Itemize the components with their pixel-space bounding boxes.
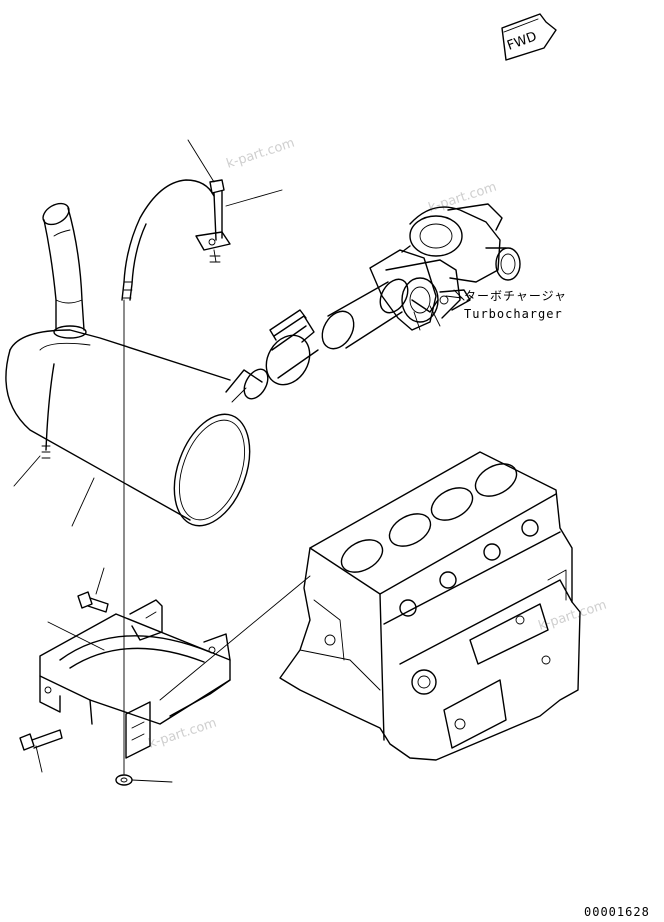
turbocharger [369, 203, 521, 331]
leader-lines [13, 139, 283, 783]
drawing-number: 00001628 [584, 905, 650, 919]
watermark-4: k-part.com [147, 716, 219, 752]
turbocharger-label-jp: ターボチャージャ [464, 289, 567, 303]
assembly-line-2 [159, 575, 311, 701]
clamp-bolt [195, 179, 231, 263]
bolt-lower [19, 729, 63, 751]
engine-block [279, 451, 581, 761]
bolt-upper [77, 591, 109, 613]
nut [115, 774, 133, 786]
fwd-label: FWD [505, 29, 539, 53]
turbocharger-leader [445, 295, 463, 299]
watermark-2: k-part.com [427, 180, 499, 216]
muffler [5, 202, 269, 527]
band-clamp [265, 309, 319, 386]
muffler-bracket [39, 599, 231, 759]
turbocharger-label-en: Turbocharger [464, 307, 563, 321]
u-bolt [41, 179, 215, 459]
forward-arrow-icon: FWD [501, 13, 557, 61]
watermark-1: k-part.com [225, 136, 297, 172]
connector-pipe [321, 278, 409, 350]
